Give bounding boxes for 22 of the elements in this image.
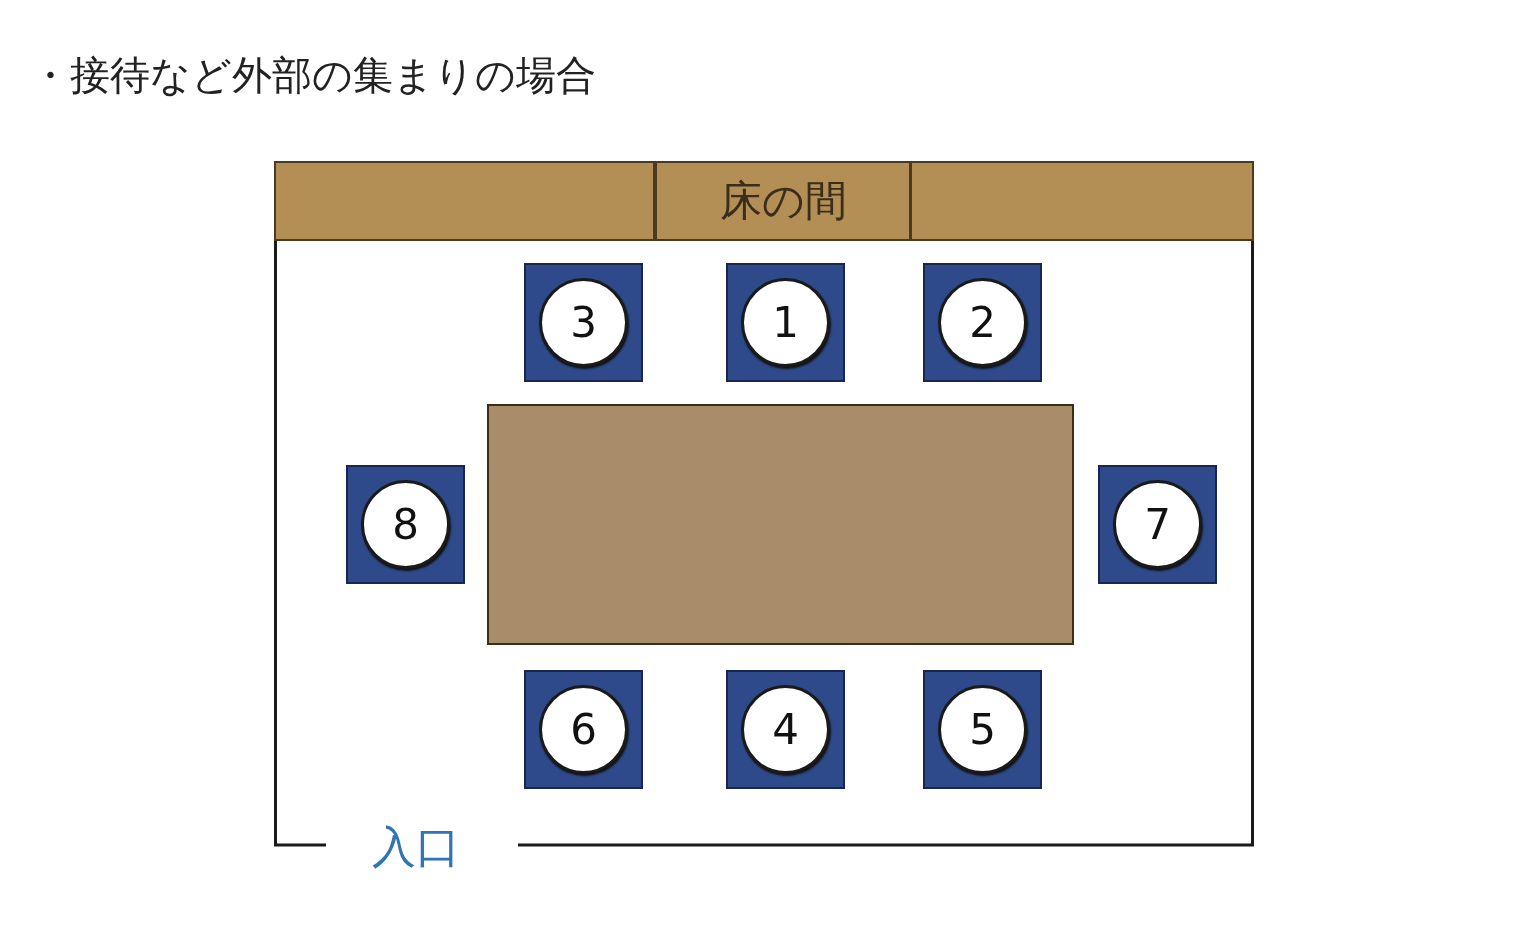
seat-number: 7	[1113, 480, 1202, 569]
seat-number: 1	[741, 278, 830, 367]
seat-cushion	[923, 670, 1042, 789]
entrance-label: 入口	[372, 820, 460, 874]
alcove-panel	[274, 161, 655, 241]
seat-number: 3	[539, 278, 628, 367]
table-top	[487, 404, 1074, 645]
seat-cushion	[726, 263, 845, 382]
seat-cushion	[524, 670, 643, 789]
seat-cushion	[726, 670, 845, 789]
seat-number: 8	[361, 480, 450, 569]
seat-number: 6	[539, 685, 628, 774]
seat-cushion	[923, 263, 1042, 382]
seat-number: 5	[938, 685, 1027, 774]
seat-cushion	[346, 465, 465, 584]
heading: ・接待など外部の集まりの場合	[30, 51, 596, 100]
alcove-panel	[910, 161, 1254, 241]
seat-cushion	[1098, 465, 1217, 584]
seat-number: 2	[938, 278, 1027, 367]
alcove-panel: 床の間	[655, 161, 911, 241]
seat-number: 4	[741, 685, 830, 774]
seat-cushion	[524, 263, 643, 382]
